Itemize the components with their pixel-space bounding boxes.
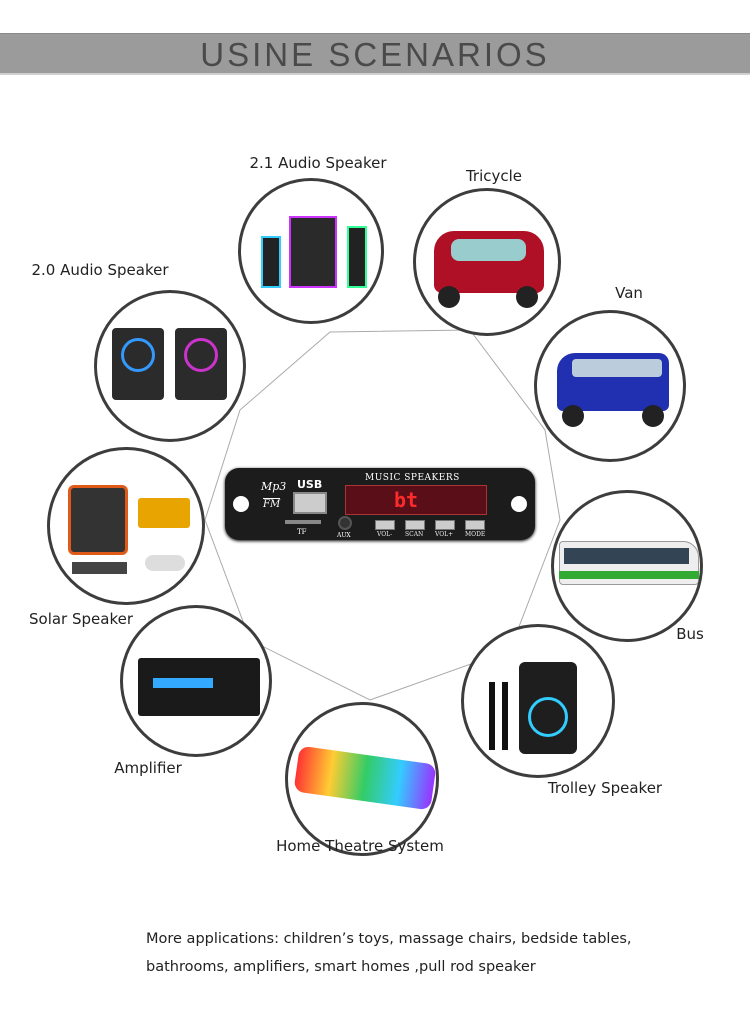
brand-label: MUSIC SPEAKERS: [365, 473, 460, 483]
led-readout: bt: [394, 488, 419, 512]
scenario-label: Solar Speaker: [28, 610, 134, 628]
usb-label: USB: [297, 478, 323, 491]
aux-label: AUX: [337, 532, 351, 539]
scenario-home-theatre-image: [285, 702, 439, 856]
aux-jack: [338, 516, 352, 530]
scenario-2-0-speaker-image: [94, 290, 246, 442]
mount-hole: [233, 496, 249, 512]
usb-port: [293, 492, 327, 514]
key-label: VOL-: [377, 531, 393, 538]
scenario-amplifier-image: [120, 605, 272, 757]
scenario-trolley-speaker-image: [461, 624, 615, 778]
mp3-module-board: Mp3 FM USB TF AUX MUSIC SPEAKERS bt VOL-…: [225, 468, 535, 540]
scenario-label: 2.1 Audio Speaker: [249, 154, 387, 172]
scenario-bus-image: [551, 490, 703, 642]
logo-fm: FM: [263, 498, 281, 510]
scan-button[interactable]: [405, 520, 425, 530]
scenario-label: 2.0 Audio Speaker: [31, 261, 169, 279]
scenario-van-image: [534, 310, 686, 462]
scenario-tricycle-image: [413, 188, 561, 336]
vol-up-button[interactable]: [435, 520, 455, 530]
vol-down-button[interactable]: [375, 520, 395, 530]
scenario-label: Amplifier: [114, 759, 182, 777]
scenario-label: Tricycle: [465, 167, 523, 185]
page-title: USINE SCENARIOS: [200, 36, 550, 73]
tf-label: TF: [297, 528, 307, 536]
mode-button[interactable]: [465, 520, 485, 530]
key-label: SCAN: [405, 531, 424, 538]
logo-mp3: Mp3: [261, 480, 287, 493]
scenario-2-1-speaker-image: [238, 178, 384, 324]
mount-hole: [511, 496, 527, 512]
scenario-label: Van: [615, 284, 643, 302]
scenario-label: Bus: [676, 625, 704, 643]
title-banner: USINE SCENARIOS: [0, 33, 750, 75]
key-label: MODE: [465, 531, 486, 538]
scenario-label: Home Theatre System: [276, 837, 444, 855]
tf-slot: [285, 520, 321, 524]
key-label: VOL+: [435, 531, 454, 538]
led-display: bt: [345, 485, 487, 515]
footer-line-2: bathrooms, amplifiers, smart homes ,pull…: [146, 959, 536, 975]
scenario-label: Trolley Speaker: [547, 779, 663, 797]
footer-line-1: More applications: children’s toys, mass…: [146, 931, 632, 947]
scenario-solar-speaker-image: [47, 447, 205, 605]
